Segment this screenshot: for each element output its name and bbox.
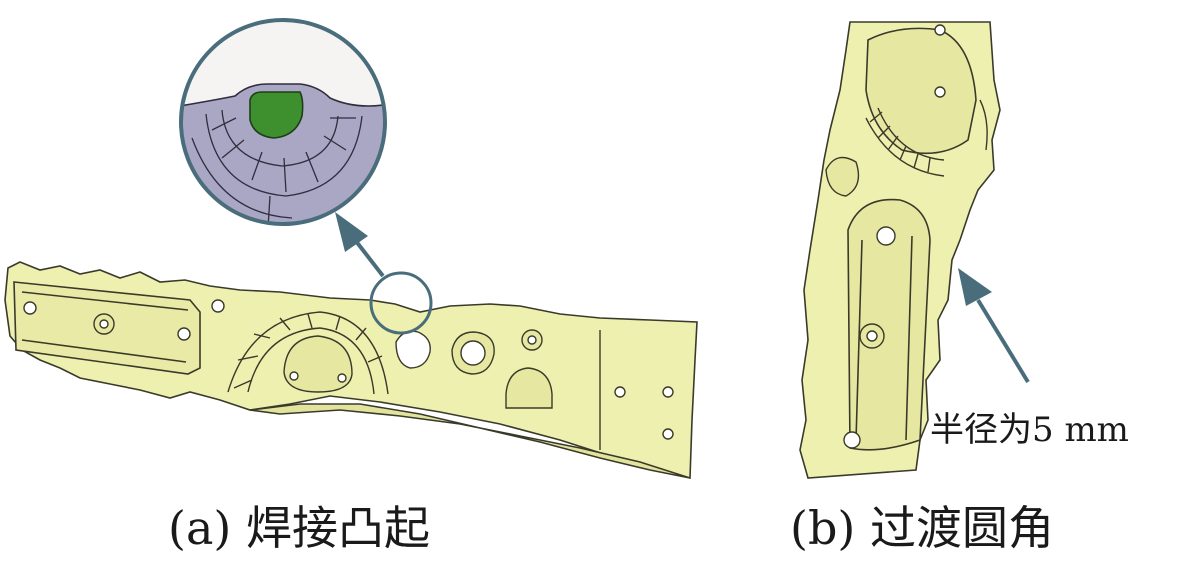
fillet-annotation: 半径为5 mm: [930, 410, 1129, 450]
zoom-detail: [179, 18, 387, 226]
pillar-fan-feature: [825, 99, 988, 197]
pillar-holes: [843, 24, 946, 449]
rail-holes: [23, 299, 674, 450]
callout-arrow-b: [976, 298, 1030, 384]
weld-callout-circle: [369, 271, 433, 335]
pillar-part: [799, 21, 1001, 479]
caption-b: (b) 过渡圆角: [790, 501, 1054, 555]
callout-arrowhead-b: [958, 268, 992, 306]
caption-a: (a) 焊接凸起: [168, 501, 430, 555]
callout-arrowhead-a: [335, 212, 368, 252]
rail-fan-feature: [227, 311, 389, 395]
